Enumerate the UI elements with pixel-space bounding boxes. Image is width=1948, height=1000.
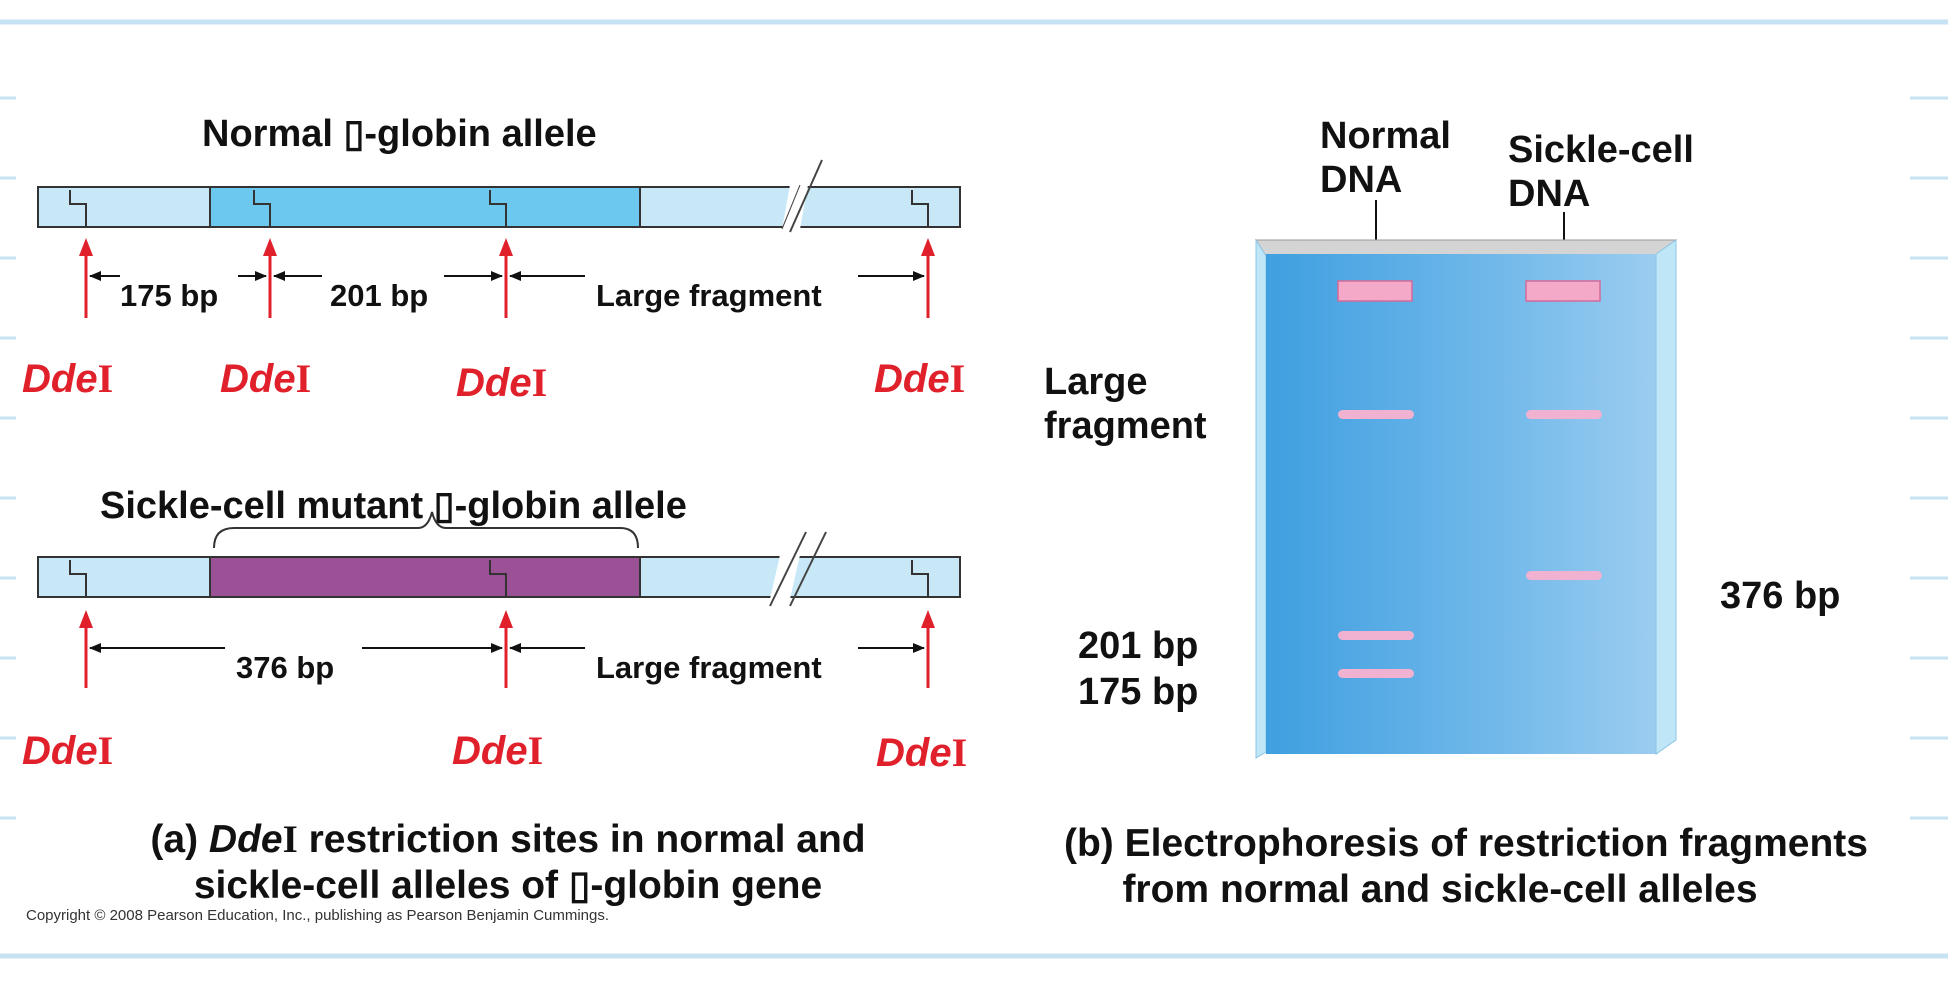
band-label-201bp: 201 bp xyxy=(1078,625,1198,667)
band-label-376bp: 376 bp xyxy=(1720,575,1840,617)
mutant-region-brace xyxy=(213,511,639,549)
fragment-label-175: 175 bp xyxy=(120,278,218,313)
gel-slab xyxy=(1255,238,1678,759)
band-normal-201bp xyxy=(1338,631,1414,640)
caption-a-line2: sickle-cell alleles of ▯-globin gene xyxy=(194,864,822,907)
panel-a: Normal ▯-globin allele xyxy=(22,113,967,924)
slide-frame xyxy=(0,19,1948,959)
ddei-label: DdeI xyxy=(22,356,113,401)
band-normal-large-fragment xyxy=(1338,410,1414,419)
band-sickle-376bp xyxy=(1526,571,1602,580)
normal-cut-site-arrows xyxy=(79,238,935,318)
fragment-label-376: 376 bp xyxy=(236,650,334,685)
mutant-allele-title: Sickle-cell mutant ▯-globin allele xyxy=(100,485,687,527)
copyright-notice: Copyright © 2008 Pearson Education, Inc.… xyxy=(26,907,609,924)
ddei-label: DdeI xyxy=(452,728,543,773)
fragment-label-large-mutant: Large fragment xyxy=(596,650,822,685)
caption-b-line2: from normal and sickle-cell alleles xyxy=(1122,868,1757,911)
ddei-label: DdeI xyxy=(876,730,967,775)
ddei-label: DdeI xyxy=(874,356,965,401)
caption-b-line1: (b) Electrophoresis of restriction fragm… xyxy=(1064,822,1868,865)
well-normal xyxy=(1337,280,1413,302)
band-normal-175bp xyxy=(1338,669,1414,678)
normal-allele-title: Normal ▯-globin allele xyxy=(202,113,597,155)
band-sickle-large-fragment xyxy=(1526,410,1602,419)
caption-a-line1: (a) DdeI restriction sites in normal and xyxy=(150,818,865,861)
fragment-label-201: 201 bp xyxy=(330,278,428,313)
band-label-175bp: 175 bp xyxy=(1078,671,1198,713)
gel-bands xyxy=(1338,410,1602,678)
ddei-label: DdeI xyxy=(22,728,113,773)
ddei-label: DdeI xyxy=(456,360,547,405)
mutant-allele-strip xyxy=(37,531,961,607)
fragment-label-large-normal: Large fragment xyxy=(596,278,822,313)
well-sickle xyxy=(1525,280,1601,302)
mutant-cut-site-arrows xyxy=(79,610,935,688)
normal-allele-strip xyxy=(37,159,961,233)
ddei-label: DdeI xyxy=(220,356,311,401)
